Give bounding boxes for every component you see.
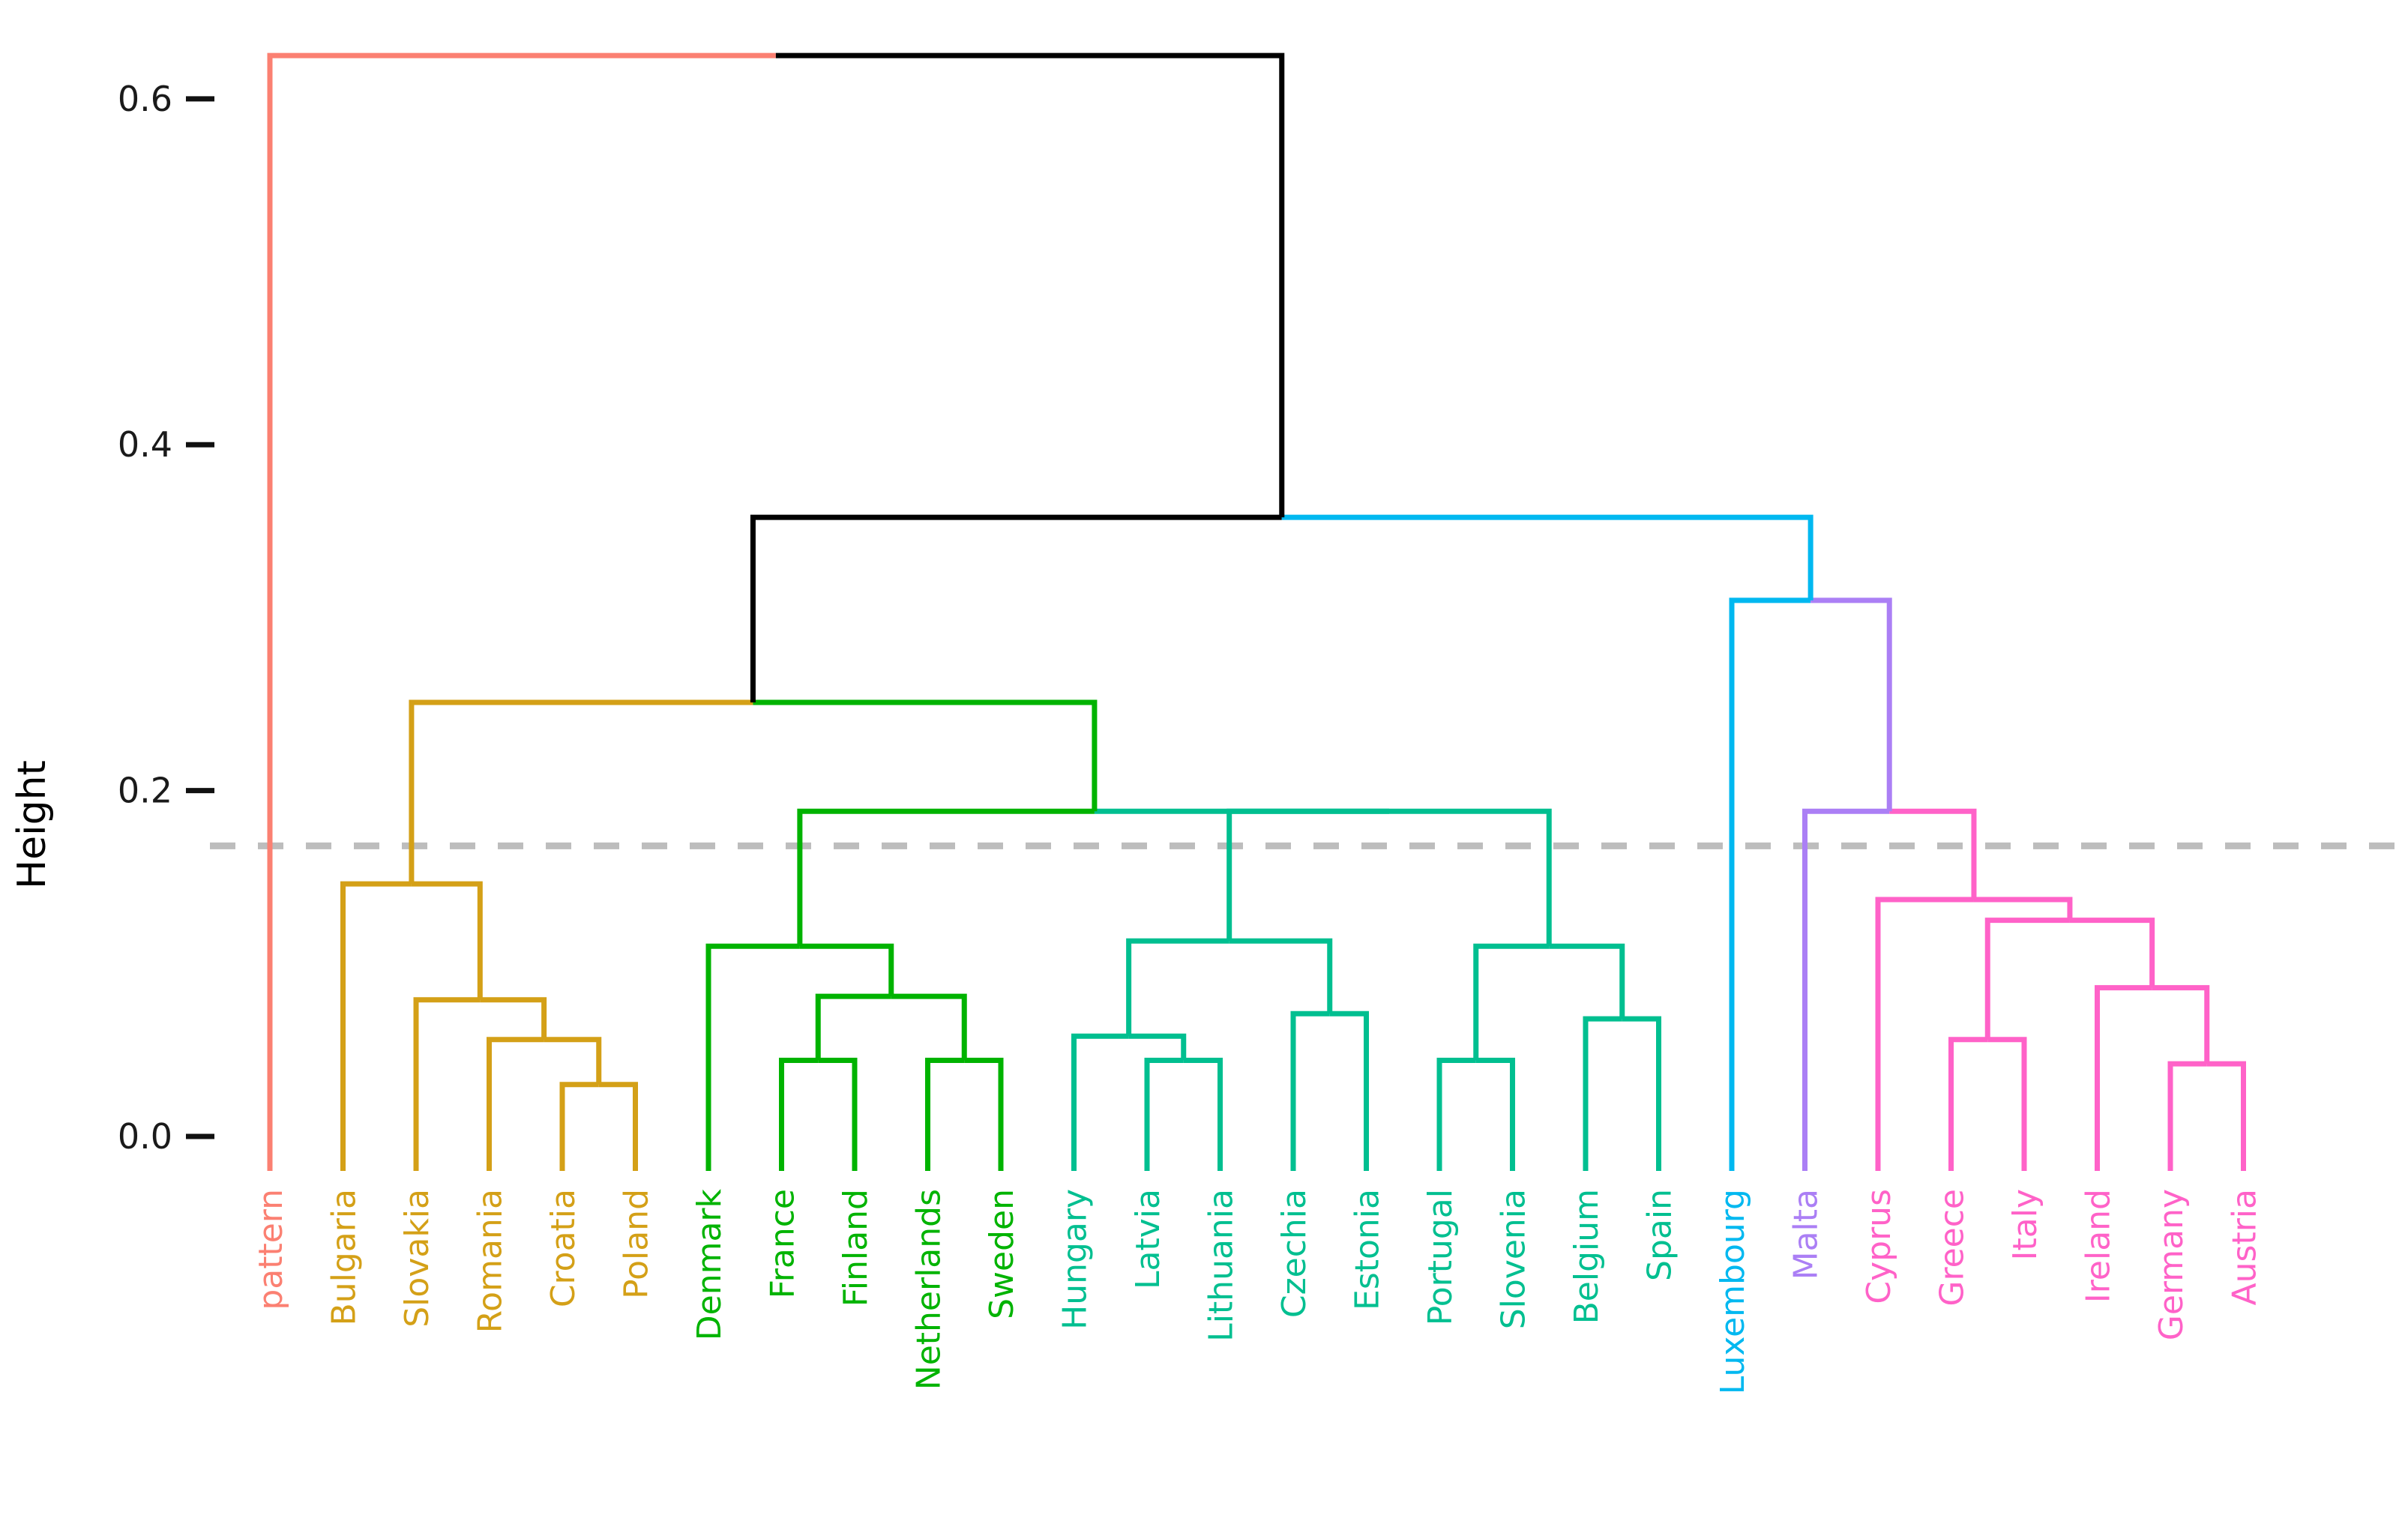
branch-link <box>1226 808 1389 942</box>
leaf-label-germany: Germany <box>2152 1189 2191 1340</box>
branch-link <box>750 514 1282 702</box>
branch-link <box>1549 943 1625 1019</box>
leaf-label-estonia: Estonia <box>1349 1189 1387 1310</box>
branch-link <box>799 943 894 997</box>
leaf-label-malta: Malta <box>1787 1189 1825 1280</box>
leaf-label-portugal: Portugal <box>1421 1189 1460 1325</box>
branch-link <box>779 1057 819 1136</box>
axis-layer: 0.6 0.4 0.2 0.0 Height <box>10 79 214 1157</box>
y-axis-tick-label: 0.6 <box>118 79 172 119</box>
branch-link <box>1128 1033 1187 1061</box>
branch-link <box>1984 918 2070 1040</box>
y-axis-tick-label: 0.0 <box>118 1116 172 1157</box>
branch-link <box>1071 1033 1129 1136</box>
branch-link <box>797 808 1095 947</box>
branch-link <box>559 1082 599 1136</box>
branch-link <box>1329 1011 1369 1136</box>
branch-link <box>1290 1011 1330 1136</box>
leaf-label-bulgaria: Bulgaria <box>325 1189 364 1325</box>
branch-link <box>964 1057 1004 1136</box>
branch-link <box>1889 808 1977 900</box>
branch-link <box>2095 985 2152 1136</box>
branch-link <box>340 881 412 1136</box>
leaf-label-pattern: pattern <box>252 1189 290 1310</box>
branch-link <box>1810 597 1892 812</box>
leaf-label-hungary: Hungary <box>1056 1189 1095 1330</box>
branch-link <box>1183 1057 1223 1136</box>
leaf-label-slovakia: Slovakia <box>398 1189 436 1328</box>
leaf-label-slovenia: Slovenia <box>1495 1189 1533 1329</box>
dendrogram-branches <box>267 52 2246 1136</box>
leaf-label-romania: Romania <box>472 1189 510 1333</box>
branch-link <box>1802 808 1890 1136</box>
branch-link <box>1622 1016 1661 1136</box>
leaf-label-cyprus: Cyprus <box>1860 1189 1898 1304</box>
y-axis-title: Height <box>10 760 55 889</box>
branch-link <box>1436 1057 1476 1136</box>
leaf-label-finland: Finland <box>837 1189 875 1307</box>
branch-link <box>891 993 967 1061</box>
branch-link <box>413 997 481 1136</box>
branch-link <box>1948 1037 1988 1136</box>
branch-link <box>1987 1037 2027 1136</box>
branch-link <box>411 881 483 1000</box>
leaf-label-lithuania: Lithuania <box>1203 1189 1241 1342</box>
branch-link <box>815 993 891 1061</box>
branch-link <box>1229 938 1333 1014</box>
branch-link <box>480 997 547 1040</box>
leaf-label-italy: Italy <box>2006 1189 2044 1260</box>
leaf-label-greece: Greece <box>1933 1189 1972 1307</box>
branch-link <box>2167 1061 2207 1136</box>
branch-link <box>1126 938 1229 1037</box>
branch-link <box>2069 918 2155 988</box>
branch-link <box>1583 1016 1622 1136</box>
branch-link <box>2206 1061 2246 1136</box>
branch-link <box>1973 897 2073 921</box>
leaf-label-ireland: Ireland <box>2080 1189 2118 1303</box>
leaf-labels: pattern Bulgaria Slovakia Romania Croatia Pol… <box>252 1136 2264 1394</box>
leaf-label-denmark: Denmark <box>690 1188 729 1340</box>
leaf-label-croatia: Croatia <box>544 1189 583 1307</box>
branch-link <box>1388 808 1552 947</box>
leaf-label-luxembourg: Luxembourg <box>1714 1189 1752 1394</box>
leaf-label-spain: Spain <box>1641 1189 1679 1281</box>
branch-link <box>409 699 753 885</box>
branch-link <box>2152 985 2210 1064</box>
branch-link <box>818 1057 858 1136</box>
leaf-label-poland: Poland <box>618 1189 656 1299</box>
leaf-label-czechia: Czechia <box>1275 1189 1313 1318</box>
y-axis-tick-label: 0.4 <box>118 424 172 465</box>
branch-link <box>598 1082 638 1136</box>
branch-link <box>925 1057 965 1136</box>
leaf-label-france: France <box>764 1189 802 1298</box>
branch-link <box>544 1037 602 1085</box>
leaf-label-netherlands: Netherlands <box>910 1189 948 1390</box>
branch-link <box>1144 1057 1184 1136</box>
branch-link <box>1473 943 1550 1061</box>
leaf-label-sweden: Sweden <box>983 1189 1021 1319</box>
leaf-label-austria: Austria <box>2226 1189 2264 1305</box>
branch-link <box>1729 597 1811 1136</box>
branch-link <box>267 52 776 1136</box>
branch-link <box>1475 1057 1515 1136</box>
branch-link <box>753 699 1098 812</box>
branch-link <box>775 52 1285 518</box>
y-axis-tick-label: 0.2 <box>118 771 172 811</box>
branch-link <box>705 943 800 1136</box>
leaf-label-latvia: Latvia <box>1129 1189 1167 1289</box>
leaf-label-belgium: Belgium <box>1568 1189 1606 1324</box>
branch-link <box>1875 897 1974 1136</box>
branch-link <box>487 1037 544 1136</box>
y-axis-ticks: 0.6 0.4 0.2 0.0 <box>118 79 214 1157</box>
branch-link <box>1281 514 1813 600</box>
